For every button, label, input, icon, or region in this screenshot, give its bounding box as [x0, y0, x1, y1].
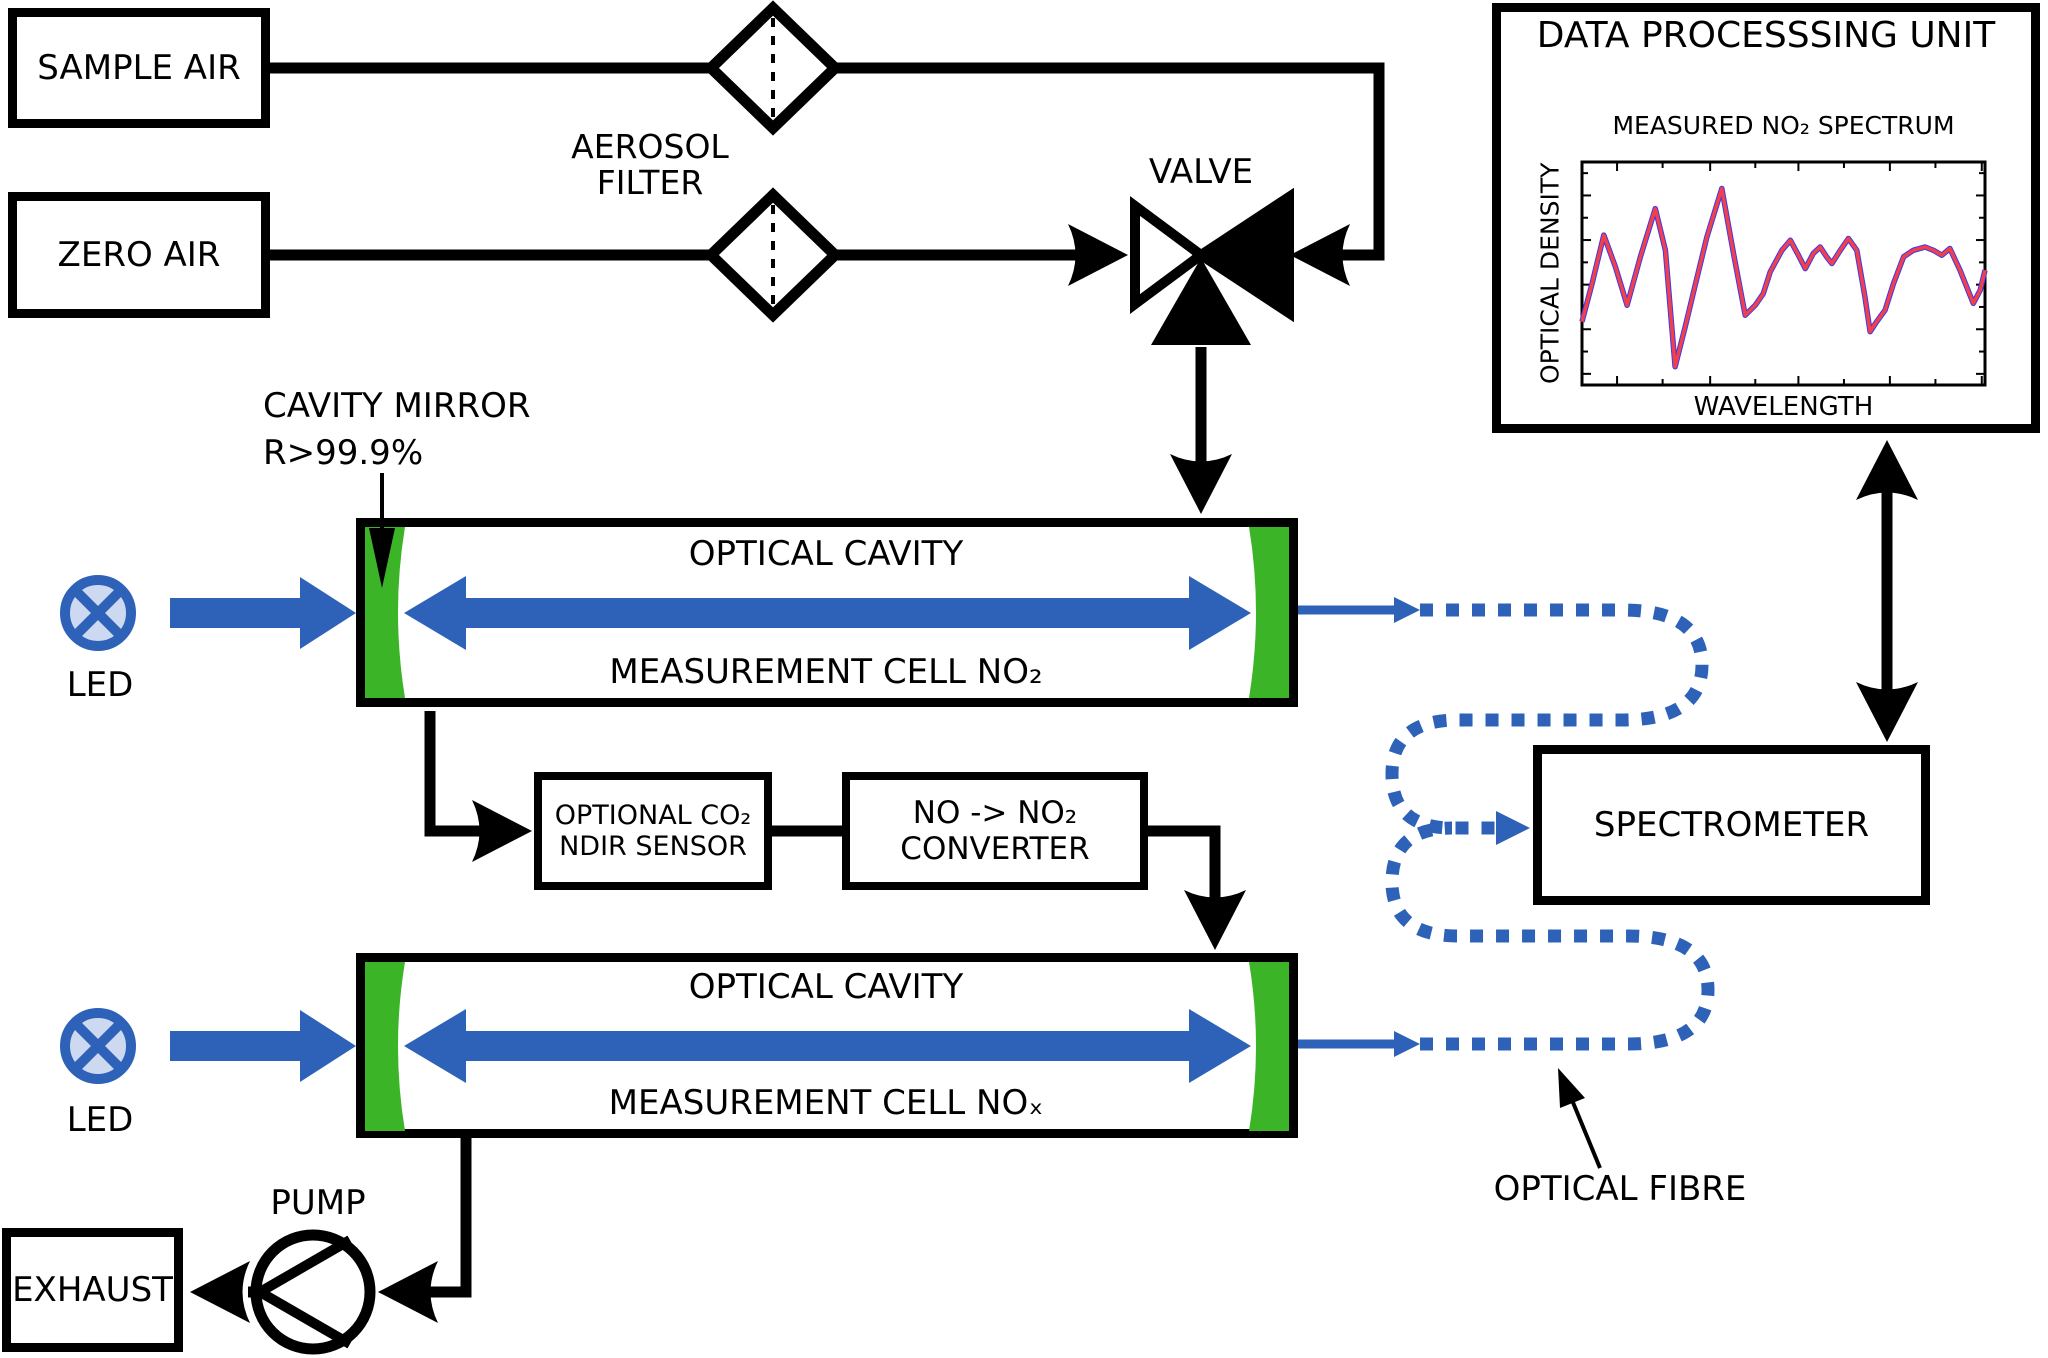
- led1-icon: [60, 575, 136, 651]
- exhaust-label: EXHAUST: [12, 1270, 173, 1310]
- cell2-title: OPTICAL CAVITY: [688, 966, 964, 1007]
- arrowhead-into-pump: [378, 1261, 438, 1323]
- valve-label: VALVE: [1148, 151, 1254, 192]
- spectrum-ylabel: OPTICAL DENSITY: [1535, 162, 1565, 385]
- valve-left-wing: [1130, 196, 1210, 314]
- ndir-line2: NDIR SENSOR: [559, 831, 747, 862]
- aerosol-filter-label: AEROSOL FILTER: [571, 127, 729, 202]
- led-icons: [60, 575, 136, 1084]
- cell1-subtitle: MEASUREMENT CELL NO₂: [609, 651, 1043, 692]
- optical-fibre-pointer-head: [1558, 1068, 1585, 1108]
- cavity-mirror-label: CAVITY MIRROR: [263, 385, 531, 426]
- led2-beam-arrow: [170, 1010, 356, 1082]
- converter-line2: CONVERTER: [900, 831, 1090, 867]
- cavity-mirror-reflectivity-label: R>99.9%: [263, 432, 424, 473]
- exhaust-box: EXHAUST: [2, 1228, 183, 1352]
- arrowhead-into-cell2: [1184, 890, 1246, 950]
- cell1-drain-line: [424, 711, 494, 837]
- arrowhead-into-valve-left: [1068, 224, 1128, 286]
- converter-label: NO -> NO₂ CONVERTER: [900, 795, 1089, 867]
- led-label-1: LED: [66, 664, 134, 705]
- pump-impeller: [257, 1235, 353, 1349]
- cell1-exit-arrowhead: [1394, 597, 1420, 623]
- cell2-drain-line: [392, 1138, 472, 1298]
- sample-air-label: SAMPLE AIR: [37, 48, 241, 88]
- cell2-subtitle: MEASUREMENT CELL NOₓ: [608, 1082, 1044, 1123]
- arrowhead-into-spectrometer: [1856, 682, 1918, 742]
- led2-icon: [60, 1008, 136, 1084]
- zero-air-label: ZERO AIR: [57, 235, 221, 275]
- converter-line1: NO -> NO₂: [912, 795, 1078, 831]
- ndir-line1: OPTIONAL CO₂: [554, 800, 752, 831]
- cell2-exit-arrowhead: [1394, 1031, 1420, 1057]
- pump-label: PUMP: [270, 1182, 366, 1223]
- valve-right-wing: [1191, 187, 1294, 323]
- ndir-label: OPTIONAL CO₂ NDIR SENSOR: [555, 800, 751, 862]
- co2-ndir-sensor-box: OPTIONAL CO₂ NDIR SENSOR: [534, 772, 772, 890]
- arrowhead-into-dpu: [1856, 440, 1918, 500]
- optical-fibre-pointer-line: [1570, 1099, 1602, 1169]
- arrowhead-into-ndir: [472, 800, 532, 862]
- led2-cross: [71, 1019, 125, 1073]
- led-label-2: LED: [66, 1099, 134, 1140]
- arrowhead-into-exhaust: [190, 1261, 250, 1323]
- pump-circle: [250, 1229, 376, 1355]
- spectrometer-box: SPECTROMETER: [1533, 745, 1930, 905]
- aerosol-filter-icon-sample: [703, 0, 843, 136]
- spectrum-xlabel: WAVELENGTH: [1693, 391, 1874, 422]
- optical-fibre-label: OPTICAL FIBRE: [1493, 1168, 1747, 1209]
- data-processing-unit-box: [1492, 3, 2040, 433]
- arrowhead-into-cell1: [1170, 454, 1232, 514]
- pump-icon: [250, 1229, 376, 1355]
- cell1-title: OPTICAL CAVITY: [688, 533, 964, 574]
- dpu-title: DATA PROCESSSING UNIT: [1536, 14, 1996, 56]
- arrowhead-into-valve-right: [1290, 224, 1350, 286]
- led1-beam-arrow: [170, 577, 356, 649]
- spectrometer-label: SPECTROMETER: [1593, 805, 1870, 845]
- valve-bottom-wing: [1151, 258, 1251, 345]
- led1-cross: [71, 586, 125, 640]
- spectrum-chart-title: MEASURED NO₂ SPECTRUM: [1612, 110, 1955, 140]
- valve-icon: [1130, 187, 1294, 345]
- sample-air-box: SAMPLE AIR: [8, 8, 270, 128]
- no-no2-converter-box: NO -> NO₂ CONVERTER: [842, 772, 1148, 890]
- zero-air-box: ZERO AIR: [8, 192, 270, 318]
- fibre-into-spectrometer-arrowhead: [1496, 811, 1530, 845]
- aerosol-filter-icon-zero: [703, 187, 843, 323]
- converter-outlet-line: [1148, 825, 1221, 912]
